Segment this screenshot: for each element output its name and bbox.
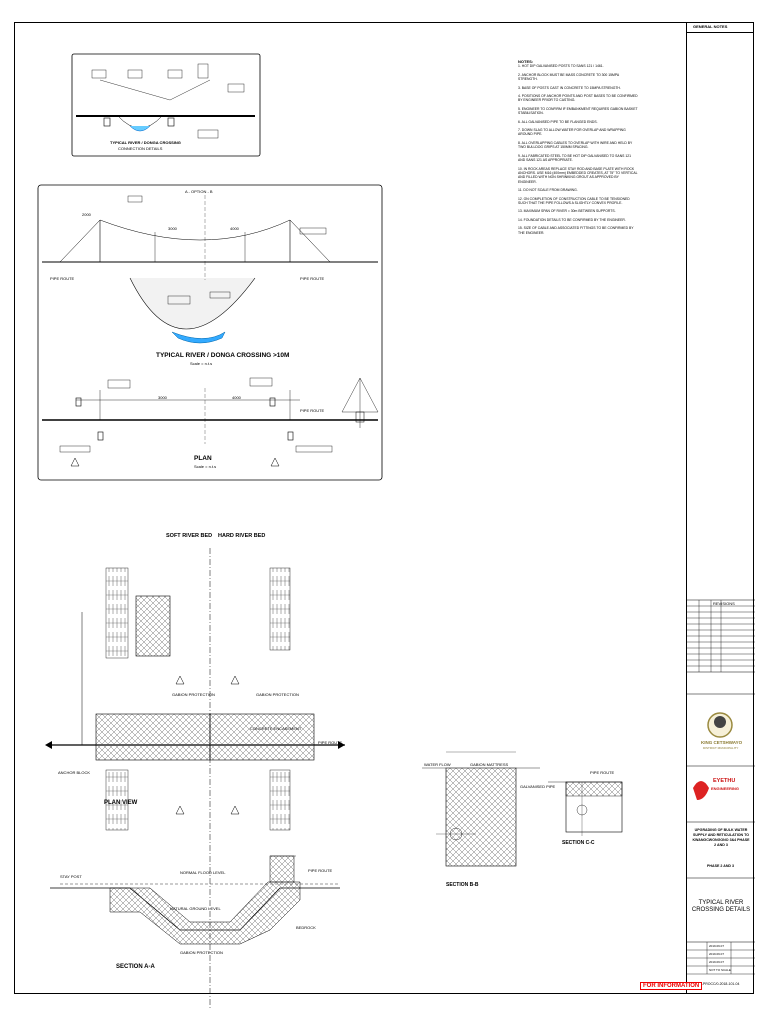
water-flow-label: WATER FLOW bbox=[424, 762, 451, 767]
gabion-label-left: GABION PROTECTION bbox=[172, 692, 215, 697]
drawing-title: TYPICAL RIVER CROSSING DETAILS bbox=[691, 900, 751, 913]
note-item: 11. DO NOT SCALE FROM DRAWING. bbox=[518, 188, 578, 193]
consultant-sub-text: ENGINEERING bbox=[711, 786, 740, 791]
bedrock-label: BEDROCK bbox=[296, 925, 316, 930]
plan-view-title: PLAN VIEW bbox=[104, 800, 138, 806]
plan-view-pipe-label: PIPE ROUTE bbox=[318, 740, 343, 745]
drawing-sheet-border bbox=[14, 22, 754, 994]
for-information-stamp: FOR INFORMATION bbox=[640, 982, 703, 990]
gabion-mattress-label: GABION MATTRESS bbox=[470, 762, 509, 767]
plan-dim-4000: 4000 bbox=[232, 395, 241, 400]
pipe-route-label-right: PIPE ROUTE bbox=[300, 276, 325, 281]
hard-river-bed-title: HARD RIVER BED bbox=[218, 533, 266, 539]
plan-scale: Scale = n.t.s bbox=[194, 464, 217, 469]
section-bb-title: SECTION B-B bbox=[446, 882, 479, 888]
note-item: 14. FOUNDATION DETAILS TO BE CONFIRMED B… bbox=[518, 217, 626, 222]
title-block-row: 2019.09.07 bbox=[709, 944, 725, 948]
drawing-number: 2-PHG-PROCC/0-2018-101-04 bbox=[691, 982, 740, 986]
consultant-logo-text: EYETHU bbox=[713, 778, 736, 784]
crossing-title: TYPICAL RIVER / DONGA CROSSING >10M bbox=[156, 352, 290, 359]
revisions-label: REVISIONS bbox=[713, 601, 735, 606]
note-item: 9. ALL FABRICATED STEEL TO BE HOT DIP GA… bbox=[518, 153, 631, 163]
note-item: 8. ALL OVERLAPPING CABLES TO OVERLAP WIT… bbox=[518, 140, 633, 150]
plan-title: PLAN bbox=[194, 455, 212, 462]
note-item: 1. HOT DIP GALVANISED POSTS TO SANS 121 … bbox=[518, 64, 604, 69]
client-sub-text: DISTRICT MUNICIPALITY bbox=[703, 746, 739, 750]
anchor-block-label: ANCHOR BLOCK bbox=[58, 770, 91, 775]
dim-label-2000: 2000 bbox=[82, 212, 91, 217]
pipe-route-label-left: PIPE ROUTE bbox=[50, 276, 75, 281]
note-item: 6. ALL GALVANISED PIPE TO BE FLANGED END… bbox=[518, 119, 598, 124]
title-block-grid bbox=[687, 599, 755, 975]
dim-label-3000: 3000 bbox=[168, 226, 177, 231]
note-item: 12. ON COMPLETION OF CONSTRUCTION CABLE … bbox=[518, 196, 630, 205]
section-pipe-label: PIPE ROUTE bbox=[308, 868, 333, 873]
section-cc-title: SECTION C-C bbox=[562, 840, 595, 846]
concrete-label: CONCRETE ENCASEMENT bbox=[250, 726, 302, 731]
note-item: 15. SIZE OF CABLE AND ASSOCIATED FITTING… bbox=[518, 226, 634, 235]
project-title: UPGRADING OF BULK WATER SUPPLY AND RETIC… bbox=[692, 828, 750, 847]
gabion-label-right: GABION PROTECTION bbox=[256, 692, 299, 697]
plan-pipe-label: PIPE ROUTE bbox=[300, 408, 325, 413]
phase-label: PHASE 2 AND 3 bbox=[707, 864, 735, 868]
normal-flood-label: NORMAL FLOOD LEVEL bbox=[180, 870, 226, 875]
galvanised-pipe-label: GALVANISED PIPE bbox=[520, 784, 556, 789]
stay-post-label: STAY POST bbox=[60, 874, 82, 879]
general-notes: NOTES: 1. HOT DIP GALVANISED POSTS TO SA… bbox=[518, 59, 638, 239]
title-block-row: 2019.09.07 bbox=[709, 952, 725, 956]
note-item: 13. MAXIMUM SPAN OF RIVER = 30m BETWEEN … bbox=[518, 209, 616, 214]
crossing-scale: Scale = n.t.s bbox=[190, 361, 213, 366]
title-block-row: NOT TO SCALE bbox=[709, 968, 731, 972]
note-item: 4. POSITIONS OF ANCHOR POINTS AND POST B… bbox=[518, 94, 638, 103]
dim-label-4000: 4000 bbox=[230, 226, 239, 231]
notes-title: NOTES: bbox=[518, 59, 534, 64]
detail-top-caption: TYPICAL RIVER / DONGA CROSSING bbox=[110, 140, 181, 145]
soft-river-bed-title: SOFT RIVER BED bbox=[166, 533, 213, 539]
note-item: 10. IN ROCK AREAS REPLACE STAY ROD AND B… bbox=[518, 166, 638, 184]
plan-dim-3000: 3000 bbox=[158, 395, 167, 400]
natural-ground-label: NATURAL GROUND LEVEL bbox=[170, 906, 221, 911]
section-cc-pipe-label: PIPE ROUTE bbox=[590, 770, 615, 775]
note-item: 5. ENGINEER TO CONFIRM IF EMBANKMENT REQ… bbox=[518, 106, 638, 116]
note-item: 3. BASE OF POSTS CAST IN CONCRETE TO 15M… bbox=[518, 85, 621, 90]
title-block-row: 2019.09.07 bbox=[709, 960, 725, 964]
general-notes-header: GENERAL NOTES bbox=[693, 24, 728, 29]
section-aa-title: SECTION A-A bbox=[116, 964, 155, 970]
note-item: 2. ANCHOR BLOCK MUST BE MASS CONCRETE TO… bbox=[518, 72, 619, 82]
section-gabion-label: GABION PROTECTION bbox=[180, 950, 223, 955]
title-block: GENERAL NOTES REVISIONS KING CETSHWAY bbox=[686, 22, 755, 994]
option-label: A - OPTION - B bbox=[185, 189, 213, 194]
note-item: 7. DOWN SLAG TO ALLOW WATER FOR OVERLAP … bbox=[518, 128, 626, 137]
client-logo-text: KING CETSHWAYO bbox=[701, 740, 743, 745]
detail-top-subcaption: CONNECTION DETAILS bbox=[118, 146, 163, 151]
